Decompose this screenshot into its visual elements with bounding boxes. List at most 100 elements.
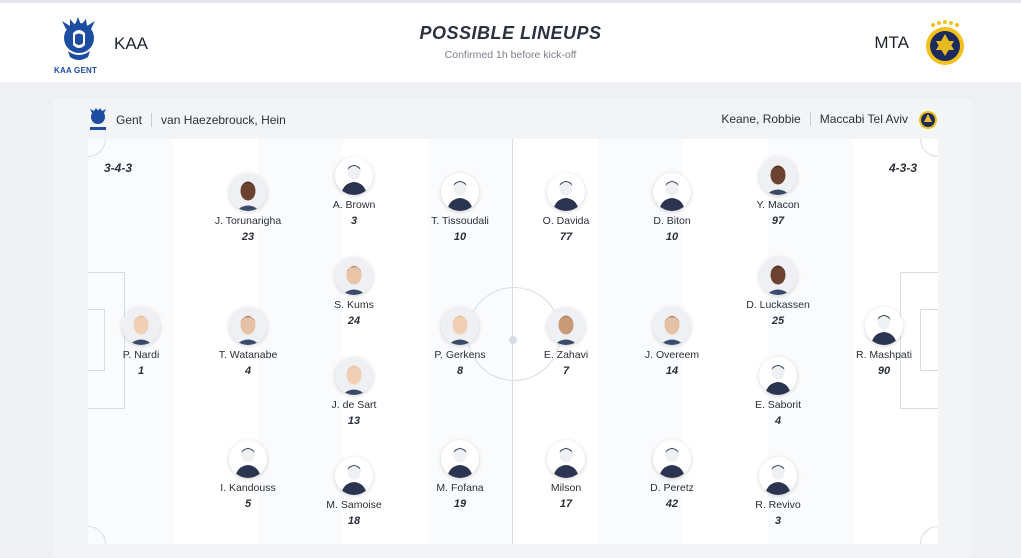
player-name: M. Fofana — [436, 482, 484, 494]
player-card[interactable]: D. Peretz 42 — [617, 440, 727, 510]
player-card[interactable]: D. Biton 10 — [617, 173, 727, 243]
player-photo — [547, 307, 585, 345]
player-card[interactable]: S. Kums 24 — [299, 257, 409, 327]
maccabi-mini-crest-icon — [919, 111, 937, 129]
player-name: M. Samoise — [326, 499, 382, 511]
player-silhouette-icon — [759, 457, 797, 495]
away-team-name[interactable]: Maccabi Tel Aviv — [819, 112, 908, 126]
player-photo — [759, 257, 797, 295]
player-photo — [653, 307, 691, 345]
player-number: 25 — [771, 315, 785, 327]
player-name: T. Watanabe — [218, 349, 278, 361]
kaa-gent-mini-crest-icon — [90, 108, 106, 130]
player-number: 17 — [559, 498, 573, 510]
player-card[interactable]: Milson 17 — [511, 440, 621, 510]
away-info: Keane, Robbie Maccabi Tel Aviv — [721, 108, 939, 130]
pitch-stripe — [683, 139, 768, 544]
player-card[interactable]: J. Torunarigha 23 — [193, 173, 303, 243]
crest-wordmark: KAA GENT — [54, 66, 98, 75]
player-silhouette-icon — [441, 440, 479, 478]
player-number: 18 — [347, 515, 361, 527]
player-number: 14 — [665, 365, 679, 377]
home-team-header[interactable]: KAA GENT KAA — [54, 17, 148, 75]
corner-arc — [88, 526, 106, 544]
player-silhouette-icon — [547, 440, 585, 478]
player-number: 23 — [241, 231, 255, 243]
player-card[interactable]: T. Watanabe 4 — [193, 307, 303, 377]
player-number: 13 — [347, 415, 361, 427]
player-card[interactable]: M. Fofana 19 — [405, 440, 515, 510]
player-silhouette-icon — [547, 173, 585, 211]
player-photo — [441, 307, 479, 345]
corner-arc — [88, 139, 106, 157]
player-number: 4 — [244, 365, 252, 377]
player-photo — [229, 307, 267, 345]
player-number: 24 — [347, 315, 361, 327]
player-card[interactable]: R. Revivo 3 — [723, 457, 833, 527]
player-name: E. Saborit — [754, 399, 802, 411]
player-name: D. Luckassen — [746, 299, 810, 311]
player-card[interactable]: O. Davida 77 — [511, 173, 621, 243]
player-number: 3 — [774, 515, 782, 527]
page-subtitle: Confirmed 1h before kick-off — [444, 49, 577, 61]
player-card[interactable]: E. Saborit 4 — [723, 357, 833, 427]
player-number: 10 — [453, 231, 467, 243]
title-block: POSSIBLE LINEUPS Confirmed 1h before kic… — [0, 23, 1021, 61]
player-name: J. Torunarigha — [214, 215, 282, 227]
kaa-gent-crest-icon: KAA GENT — [54, 17, 102, 75]
player-card[interactable]: P. Gerkens 8 — [405, 307, 515, 377]
player-number: 7 — [562, 365, 570, 377]
player-silhouette-icon — [653, 440, 691, 478]
home-formation: 3-4-3 — [104, 161, 133, 175]
player-photo — [229, 173, 267, 211]
player-name: P. Gerkens — [434, 349, 486, 361]
divider — [809, 112, 811, 126]
divider — [151, 113, 153, 127]
player-number: 8 — [456, 365, 464, 377]
player-silhouette-icon — [865, 307, 903, 345]
center-spot — [509, 336, 517, 344]
player-card[interactable]: P. Nardi 1 — [86, 307, 196, 377]
player-card[interactable]: M. Samoise 18 — [299, 457, 409, 527]
maccabi-tel-aviv-crest-icon — [921, 19, 969, 67]
player-number: 77 — [559, 231, 573, 243]
home-info: Gent van Haezebrouck, Hein — [88, 108, 286, 132]
home-coach-name[interactable]: van Haezebrouck, Hein — [161, 113, 286, 127]
away-coach-name[interactable]: Keane, Robbie — [721, 112, 801, 126]
player-name: E. Zahavi — [543, 349, 589, 361]
player-card[interactable]: R. Mashpati 90 — [829, 307, 939, 377]
player-name: D. Biton — [653, 215, 691, 227]
player-number: 42 — [665, 498, 679, 510]
player-name: S. Kums — [334, 299, 374, 311]
player-photo — [335, 257, 373, 295]
player-name: P. Nardi — [122, 349, 160, 361]
player-silhouette-icon — [441, 173, 479, 211]
player-number: 1 — [137, 365, 145, 377]
player-name: D. Peretz — [650, 482, 694, 494]
home-goal-box — [88, 309, 105, 371]
player-name: A. Brown — [332, 199, 376, 211]
player-number: 4 — [774, 415, 782, 427]
player-photo — [759, 157, 797, 195]
player-name: R. Revivo — [755, 499, 801, 511]
player-photo — [335, 357, 373, 395]
player-number: 97 — [771, 215, 785, 227]
player-name: O. Davida — [542, 215, 590, 227]
player-silhouette-icon — [653, 173, 691, 211]
player-number: 19 — [453, 498, 467, 510]
player-card[interactable]: E. Zahavi 7 — [511, 307, 621, 377]
away-goal-box — [920, 309, 938, 371]
player-number: 10 — [665, 231, 679, 243]
player-card[interactable]: D. Luckassen 25 — [723, 257, 833, 327]
home-team-name[interactable]: Gent — [116, 113, 143, 127]
player-name: Milson — [550, 482, 582, 494]
away-team-header[interactable]: MTA — [874, 19, 969, 67]
player-name: R. Mashpati — [855, 349, 913, 361]
player-number: 90 — [877, 365, 891, 377]
